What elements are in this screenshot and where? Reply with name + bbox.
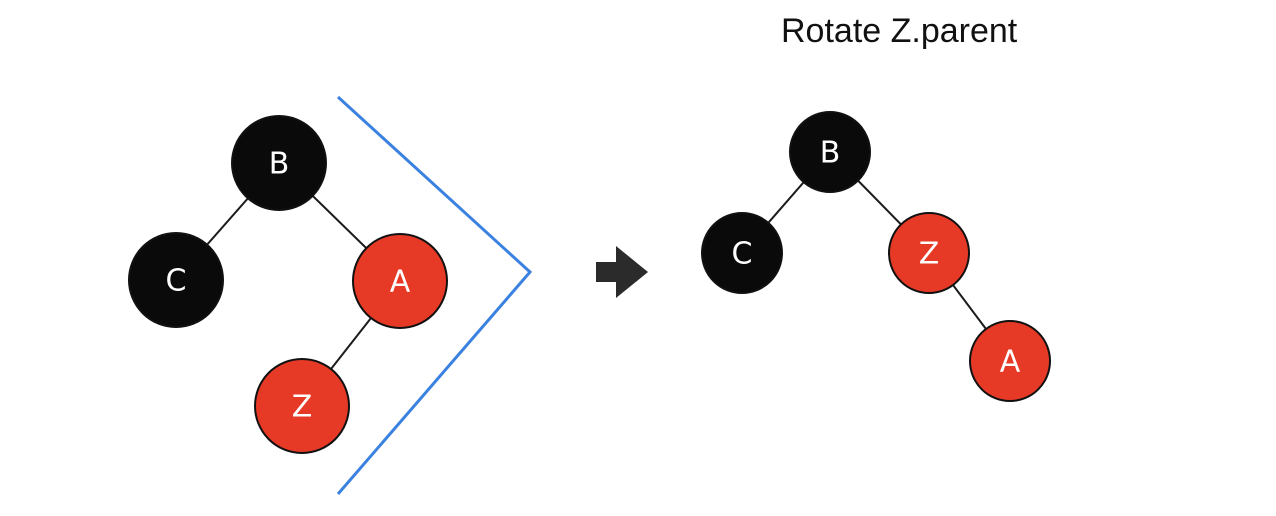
before-node-b-label: B (269, 147, 290, 182)
before-node-c-label: C (166, 264, 187, 299)
before-node-c-circle (128, 232, 224, 328)
after-node-z: Z (888, 212, 970, 294)
after-node-a-label: A (1000, 345, 1021, 380)
before-tree: B C A Z (128, 115, 448, 454)
diagram-title: Rotate Z.parent (781, 12, 1018, 50)
after-tree: B C Z A (701, 111, 1051, 402)
after-node-c-circle (701, 212, 783, 294)
after-node-a-circle (969, 320, 1051, 402)
before-node-z-label: Z (292, 390, 313, 425)
before-node-a: A (352, 233, 448, 329)
after-node-b: B (789, 111, 871, 193)
after-node-b-label: B (820, 136, 841, 171)
before-node-a-label: A (390, 265, 411, 300)
before-node-b-circle (231, 115, 327, 211)
after-node-c-label: C (732, 237, 753, 272)
before-node-z: Z (254, 358, 350, 454)
before-node-a-circle (352, 233, 448, 329)
after-node-z-circle (888, 212, 970, 294)
after-node-c: C (701, 212, 783, 294)
after-node-z-label: Z (919, 237, 940, 272)
after-node-b-circle (789, 111, 871, 193)
before-node-z-circle (254, 358, 350, 454)
before-node-c: C (128, 232, 224, 328)
after-node-a: A (969, 320, 1051, 402)
subtree-bracket (336, 95, 533, 495)
before-node-b: B (231, 115, 327, 211)
transform-arrow-icon (596, 246, 648, 298)
